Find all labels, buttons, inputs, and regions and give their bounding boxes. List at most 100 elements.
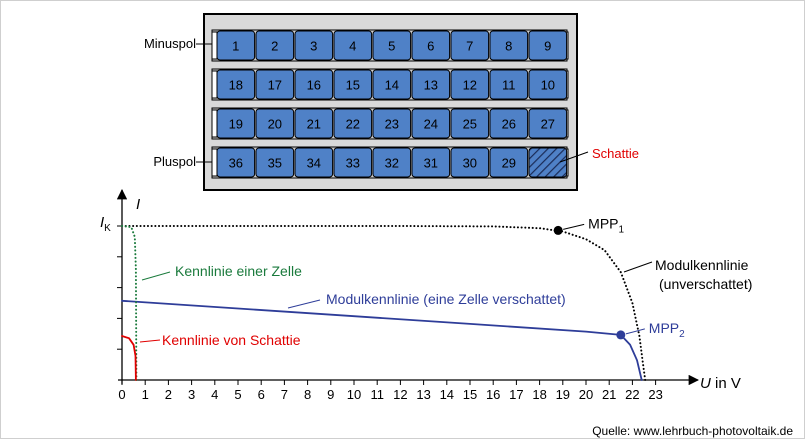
x-tick-label: 15 xyxy=(463,387,477,402)
solar-cell xyxy=(333,69,373,100)
solar-cell xyxy=(294,69,334,100)
module-curve-pointer xyxy=(623,261,653,273)
string-connector-left xyxy=(211,70,218,99)
cell-number: 4 xyxy=(349,39,356,54)
cell-number: 25 xyxy=(463,117,477,132)
cell-number: 11 xyxy=(502,78,516,93)
solar-cell xyxy=(489,69,529,100)
x-tick-label: 23 xyxy=(648,387,662,402)
mpp-2-marker xyxy=(616,330,626,340)
solar-cell xyxy=(528,108,568,139)
cell-number: 26 xyxy=(502,117,516,132)
x-axis-unit: in V xyxy=(711,375,741,392)
x-tick-label: 2 xyxy=(165,387,172,402)
solar-cell xyxy=(294,108,334,139)
solar-cell xyxy=(216,69,256,100)
cell-number: 34 xyxy=(307,156,321,171)
cell-number: 12 xyxy=(463,78,477,93)
cell-number: 3 xyxy=(310,39,317,54)
solar-cell xyxy=(372,147,412,178)
solar-cell xyxy=(411,108,451,139)
x-tick-label: 14 xyxy=(440,387,454,402)
y-axis-label: I xyxy=(136,196,140,213)
module-curve-label-1: Modulkennlinie xyxy=(655,257,749,273)
source-credit: Quelle: www.lehrbuch-photovoltaik.de xyxy=(592,424,793,438)
curves xyxy=(121,225,647,381)
solar-cell xyxy=(255,108,295,139)
x-tick-label: 7 xyxy=(281,387,288,402)
one-cell-label: Kennlinie einer Zelle xyxy=(175,263,302,279)
solar-cell xyxy=(372,108,412,139)
solar-cell xyxy=(450,108,490,139)
solar-cell xyxy=(450,69,490,100)
y-isc-subscript: K xyxy=(104,223,111,234)
solar-cell xyxy=(333,108,373,139)
solar-cell xyxy=(450,147,490,178)
shaded-module-label: Modulkennlinie (eine Zelle verschattet) xyxy=(326,291,566,307)
cell-number: 18 xyxy=(229,78,243,93)
x-tick-label: 18 xyxy=(532,387,546,402)
y-ticks xyxy=(117,225,122,350)
solar-cell xyxy=(528,30,568,61)
cell-number: 19 xyxy=(229,117,243,132)
solar-cell xyxy=(216,108,256,139)
y-isc-symbol: I xyxy=(100,214,104,231)
x-tick-label: 16 xyxy=(486,387,500,402)
solar-cell xyxy=(255,69,295,100)
curve-modulkennlinie-eine-zelle-verschattet xyxy=(121,299,643,381)
mpp-1-marker xyxy=(553,225,563,235)
x-tick-label: 17 xyxy=(509,387,523,402)
solar-cell xyxy=(489,30,529,61)
solar-cell xyxy=(489,147,529,178)
x-tick-label: 21 xyxy=(602,387,616,402)
x-axis-symbol: U xyxy=(700,375,711,392)
x-tick-label: 12 xyxy=(393,387,407,402)
cell-number: 36 xyxy=(229,156,243,171)
cell-number: 9 xyxy=(544,39,551,54)
solar-cell xyxy=(489,108,529,139)
cell-number: 30 xyxy=(463,156,477,171)
x-tick-label: 20 xyxy=(579,387,593,402)
one-cell-pointer xyxy=(141,271,171,281)
cell-number: 16 xyxy=(307,78,321,93)
cell-number: 10 xyxy=(541,78,555,93)
x-tick-label: 0 xyxy=(118,387,125,402)
mpp-2-label: MPP2 xyxy=(649,320,685,340)
x-tick-label: 13 xyxy=(416,387,430,402)
cell-number: 6 xyxy=(427,39,434,54)
solar-cell xyxy=(255,30,295,61)
curve-kennlinie-einer-zelle xyxy=(121,225,138,381)
solar-cell xyxy=(294,147,334,178)
cell-number: 13 xyxy=(424,78,438,93)
cell-number: 21 xyxy=(307,117,321,132)
solar-cell xyxy=(450,30,490,61)
solar-cell xyxy=(294,30,334,61)
x-tick-label: 9 xyxy=(327,387,334,402)
curve-modulkennlinie-unverschattet xyxy=(121,225,647,381)
cell-number: 2 xyxy=(271,39,278,54)
module-curve-label-2: (unverschattet) xyxy=(659,276,752,292)
cell-number: 20 xyxy=(268,117,282,132)
solar-cell xyxy=(411,69,451,100)
cell-number: 31 xyxy=(424,156,438,171)
solar-cell xyxy=(372,30,412,61)
cell-number: 1 xyxy=(232,39,239,54)
cell-number: 35 xyxy=(268,156,282,171)
x-tick-label: 19 xyxy=(556,387,570,402)
cell-number: 5 xyxy=(388,39,395,54)
solar-cell xyxy=(216,147,256,178)
mpp-2-pointer xyxy=(625,328,645,335)
cell-number: 32 xyxy=(385,156,399,171)
shadow-pointer xyxy=(559,151,589,163)
solar-cell xyxy=(528,69,568,100)
shaded-cell xyxy=(528,147,568,178)
x-tick-label: 1 xyxy=(142,387,149,402)
x-tick-label: 6 xyxy=(258,387,265,402)
cell-number: 29 xyxy=(502,156,516,171)
solar-cell xyxy=(411,30,451,61)
